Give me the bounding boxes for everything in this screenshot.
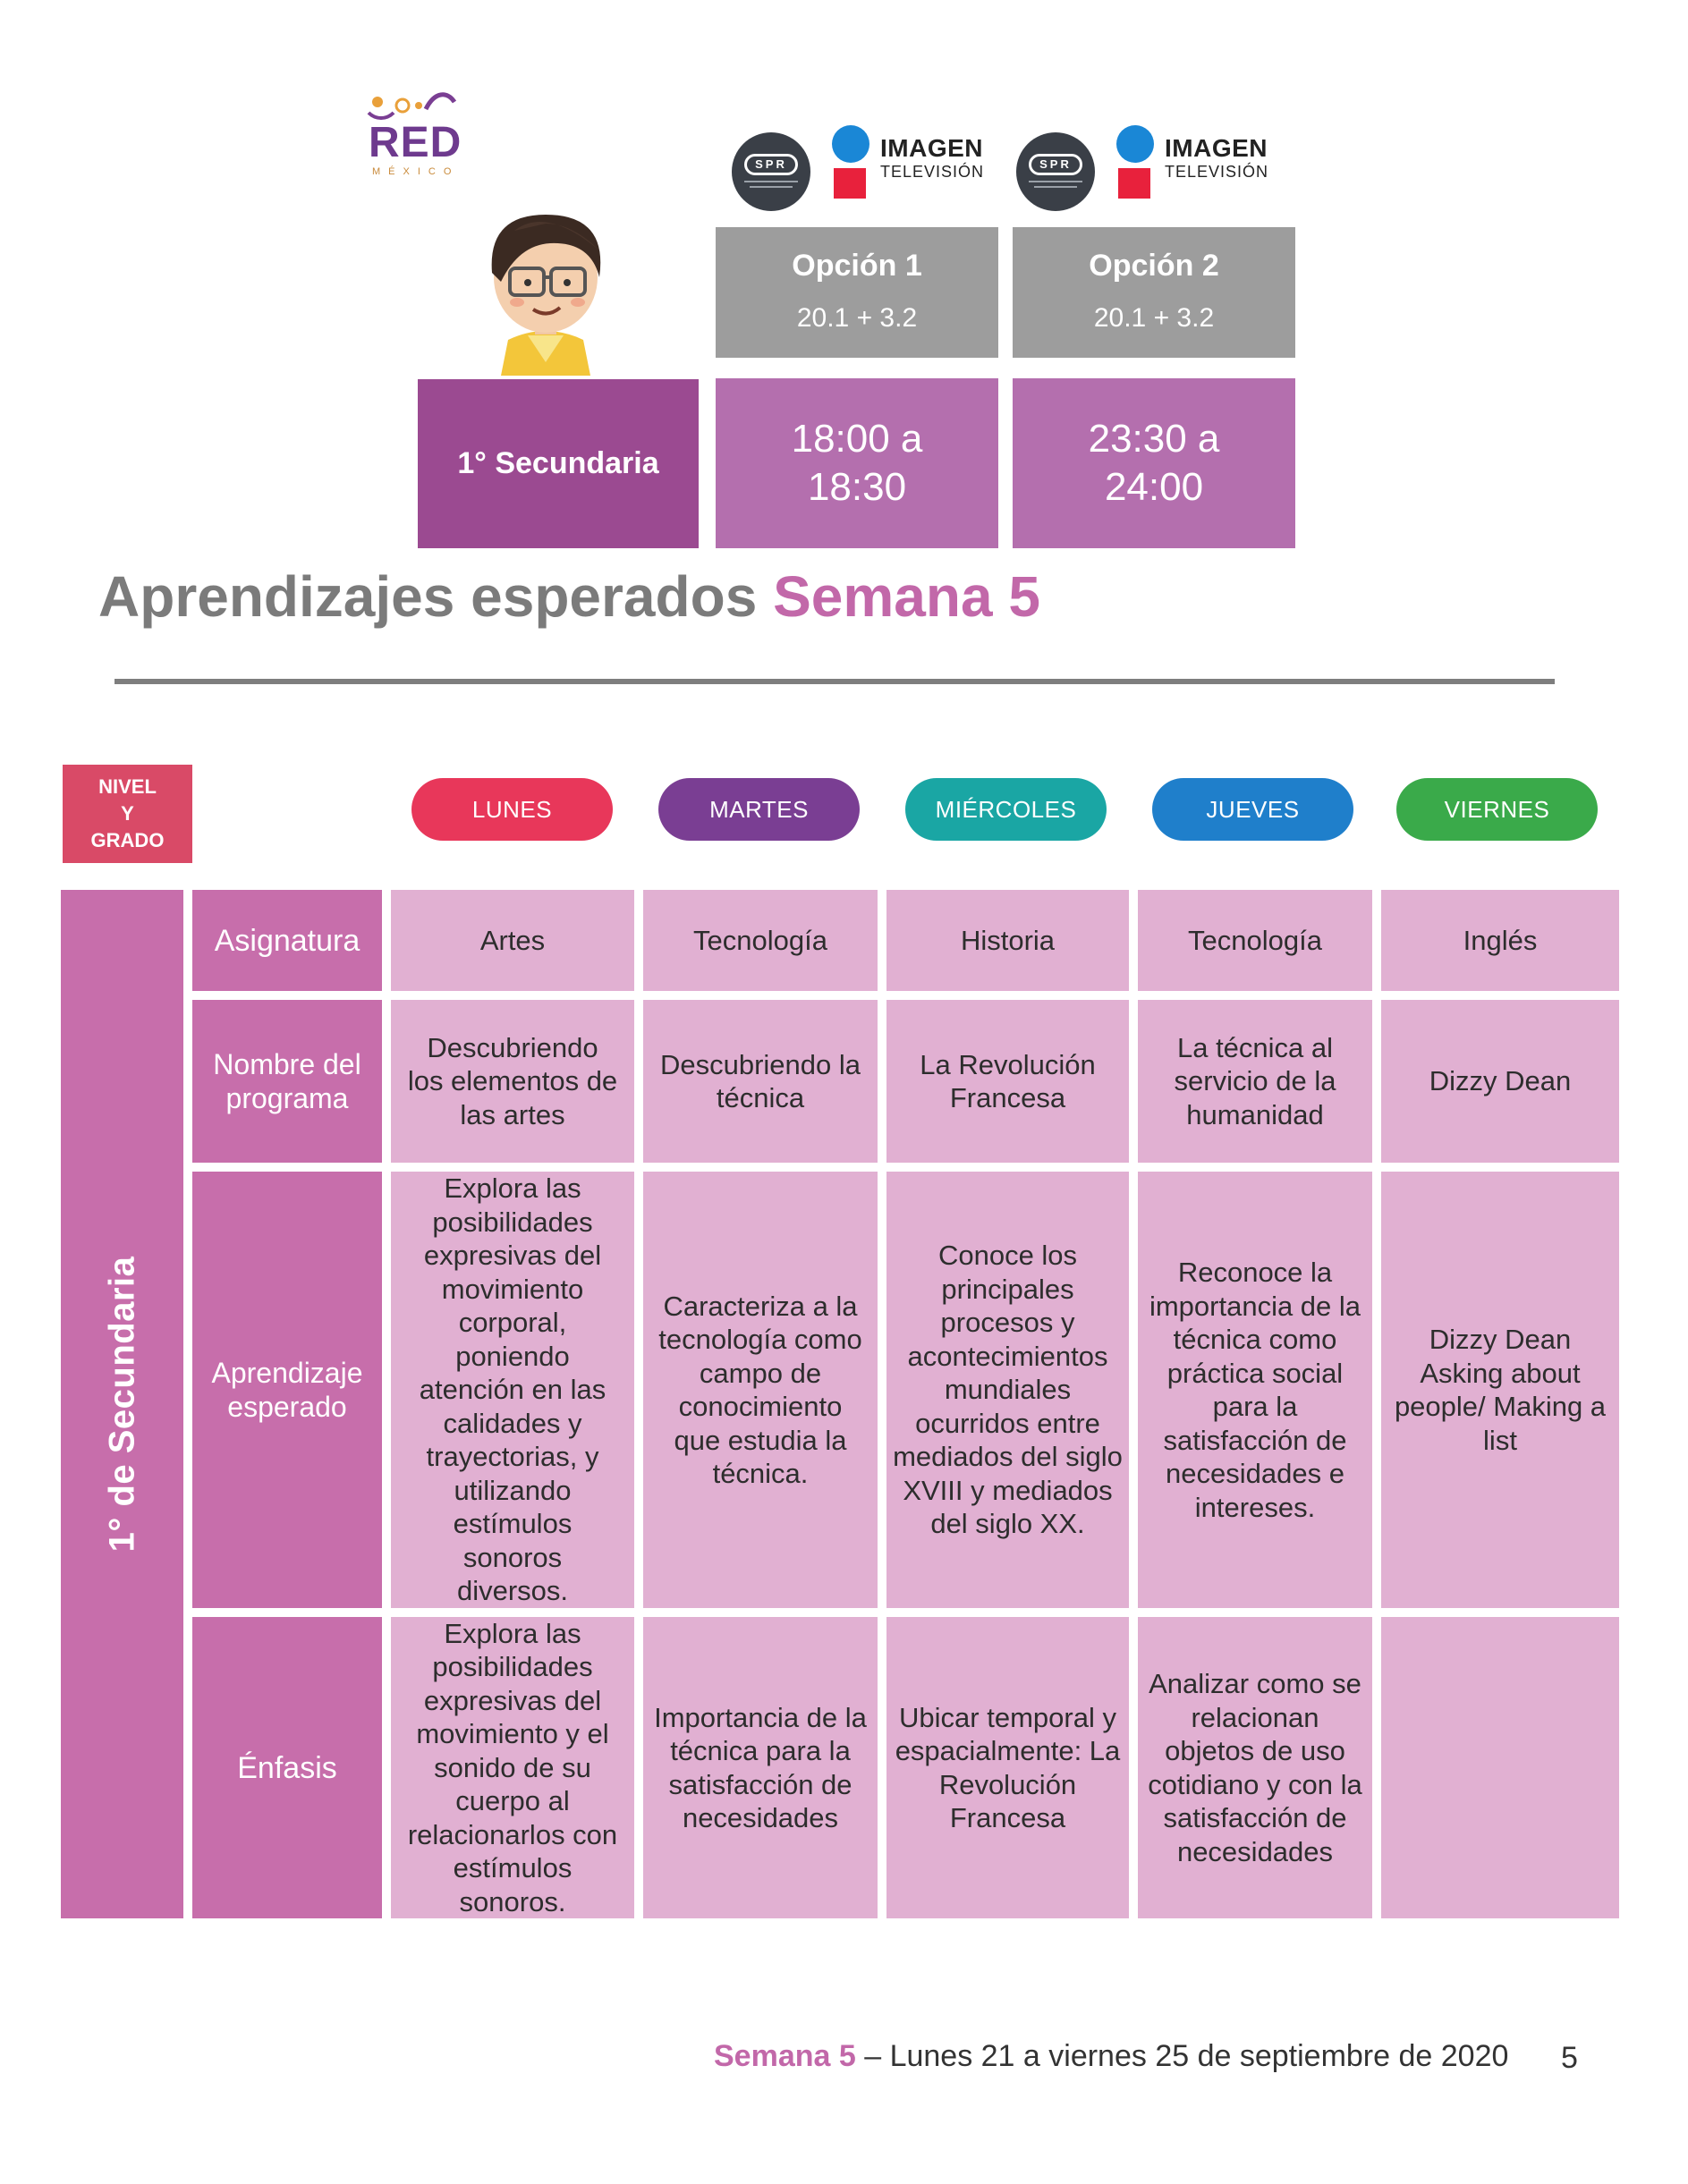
red-logo-word: RED	[369, 119, 462, 166]
grade-side-bar: 1° de Secundaria	[61, 890, 183, 1918]
cell-enfasis-viernes	[1381, 1617, 1619, 1918]
cell-enfasis-miercoles: Ubicar temporal y espacialmente: La Revo…	[886, 1617, 1129, 1918]
day-pill-lunes: LUNES	[411, 778, 613, 841]
red-mexico-logo: RED MÉXICO	[367, 89, 465, 179]
cell-asignatura-lunes: Artes	[391, 890, 634, 991]
imagen-sub: TELEVISIÓN	[880, 163, 985, 181]
cell-asignatura-viernes: Inglés	[1381, 890, 1619, 991]
time-line-1: 18:00 a	[791, 417, 923, 461]
channel-logo-2: SPR IMAGEN TELEVISIÓN	[1016, 125, 1285, 215]
nivel-grado-label: NIVEL Y GRADO	[63, 765, 192, 863]
cell-programa-jueves: La técnica al servicio de la humanidad	[1138, 1000, 1372, 1163]
time-line-2: 18:30	[807, 465, 907, 509]
day-pill-viernes: VIERNES	[1396, 778, 1598, 841]
option-channels: 20.1 + 3.2	[796, 303, 918, 333]
cell-programa-martes: Descubriendo la técnica	[643, 1000, 878, 1163]
cell-aprendizaje-viernes: Dizzy Dean Asking about people/ Making a…	[1381, 1172, 1619, 1608]
cell-aprendizaje-miercoles: Conoce los principales procesos y aconte…	[886, 1172, 1129, 1608]
footer-week: Semana 5	[714, 2039, 856, 2073]
cell-asignatura-martes: Tecnología	[643, 890, 878, 991]
nivel-line-1: NIVEL	[98, 775, 157, 798]
red-logo-sub: MÉXICO	[372, 166, 460, 177]
cell-enfasis-martes: Importancia de la técnica para la satisf…	[643, 1617, 878, 1918]
grade-side-label: 1° de Secundaria	[102, 1256, 141, 1553]
cell-programa-lunes: Descubriendo los elementos de las artes	[391, 1000, 634, 1163]
imagen-name: IMAGEN	[880, 134, 983, 162]
heading-highlight: Semana 5	[773, 564, 1040, 629]
cell-enfasis-jueves: Analizar como se relacionan objetos de u…	[1138, 1617, 1372, 1918]
row-header-aprendizaje: Aprendizaje esperado	[192, 1172, 382, 1608]
cell-asignatura-miercoles: Historia	[886, 890, 1129, 991]
grade-box: 1° Secundaria	[418, 379, 699, 548]
footer-dates: – Lunes 21 a viernes 25 de septiembre de…	[855, 2039, 1509, 2073]
heading-main: Aprendizajes esperados	[98, 564, 758, 629]
imagen-square-icon	[834, 168, 866, 199]
page-footer: Semana 5 – Lunes 21 a viernes 25 de sept…	[714, 2039, 1508, 2074]
day-pill-martes: MARTES	[658, 778, 860, 841]
cell-asignatura-jueves: Tecnología	[1138, 890, 1372, 991]
imagen-dot-icon	[1116, 125, 1154, 163]
time-line-1: 23:30 a	[1088, 417, 1220, 461]
spr-logo-icon: SPR	[732, 132, 810, 211]
day-pill-jueves: JUEVES	[1152, 778, 1353, 841]
day-pill-miercoles: MIÉRCOLES	[905, 778, 1107, 841]
channel-logo-1: SPR IMAGEN TELEVISIÓN	[732, 125, 1000, 215]
time-line-2: 24:00	[1104, 465, 1204, 509]
heading-divider	[115, 679, 1555, 684]
imagen-name: IMAGEN	[1165, 134, 1268, 162]
option-title: Opción 2	[1089, 249, 1219, 283]
spr-logo-icon: SPR	[1016, 132, 1095, 211]
option-channels: 20.1 + 3.2	[1093, 303, 1215, 333]
option-title: Opción 1	[792, 249, 922, 283]
cell-programa-miercoles: La Revolución Francesa	[886, 1000, 1129, 1163]
red-logo-swirl-icon	[367, 92, 457, 120]
imagen-dot-icon	[832, 125, 869, 163]
cell-programa-viernes: Dizzy Dean	[1381, 1000, 1619, 1163]
nivel-line-2: Y	[121, 802, 134, 825]
page-heading: Aprendizajes esperados Semana 5	[98, 563, 1040, 630]
row-header-enfasis: Énfasis	[192, 1617, 382, 1918]
option-2-box: Opción 2 20.1 + 3.2	[1013, 227, 1295, 358]
row-header-programa: Nombre del programa	[192, 1000, 382, 1163]
cell-aprendizaje-lunes: Explora las posibilidades expresivas del…	[391, 1172, 634, 1608]
option-1-box: Opción 1 20.1 + 3.2	[716, 227, 998, 358]
row-header-asignatura: Asignatura	[192, 890, 382, 991]
imagen-sub: TELEVISIÓN	[1165, 163, 1269, 181]
cell-enfasis-lunes: Explora las posibilidades expresivas del…	[391, 1617, 634, 1918]
imagen-square-icon	[1118, 168, 1150, 199]
student-avatar	[465, 188, 626, 376]
nivel-line-3: GRADO	[90, 829, 165, 851]
cell-aprendizaje-martes: Caracteriza a la tecnología como campo d…	[643, 1172, 878, 1608]
cell-aprendizaje-jueves: Reconoce la importancia de la técnica co…	[1138, 1172, 1372, 1608]
page-number: 5	[1561, 2041, 1578, 2075]
